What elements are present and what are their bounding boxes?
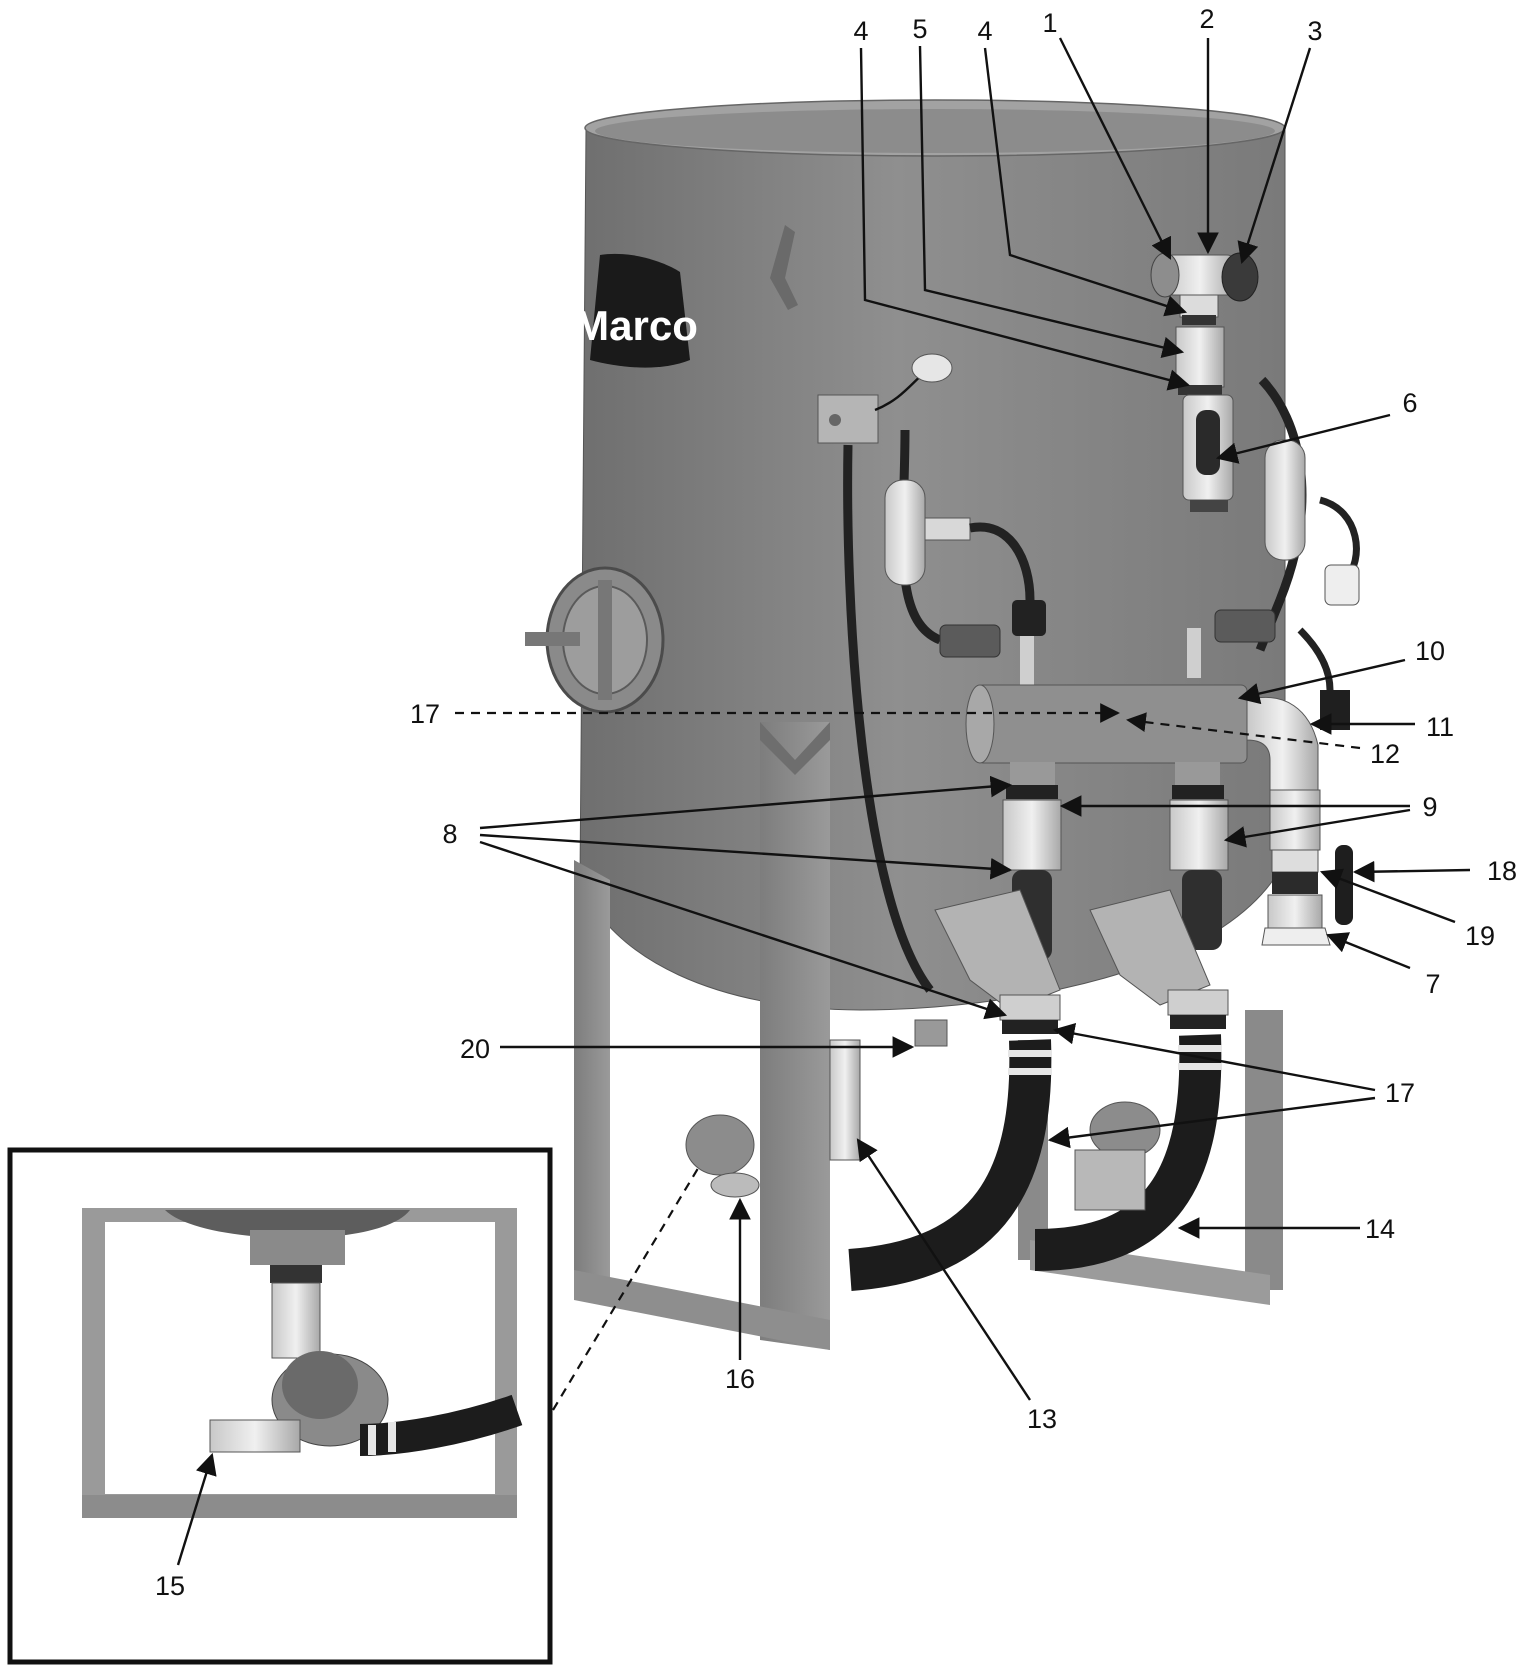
- leader-1: [1058, 37, 1172, 260]
- tank-top-inner: [595, 109, 1275, 153]
- right-sensor: [1264, 439, 1306, 561]
- callout-12: 12: [1370, 739, 1400, 769]
- outlet-ball-valve: [1261, 789, 1353, 946]
- callout-17-right: 17: [1385, 1078, 1415, 1108]
- leader-4-lower: [859, 47, 1191, 391]
- svg-text:Marco: Marco: [574, 302, 698, 349]
- piping: [685, 252, 1360, 1291]
- leader-15: [176, 1452, 217, 1566]
- inlet-cap-right: [1221, 252, 1259, 302]
- callout-2: 2: [1199, 4, 1214, 34]
- callout-10: 10: [1415, 636, 1445, 666]
- leader-12: [1126, 712, 1361, 750]
- left-sensor: [884, 479, 926, 586]
- right-control-assembly: [1187, 376, 1360, 730]
- leader-8-a: [479, 775, 1013, 830]
- leader-19: [1319, 868, 1456, 924]
- leader-18: [1352, 860, 1471, 883]
- callout-8: 8: [442, 819, 457, 849]
- callout-labels: 1 2 3 4 5 4 6 10 11 12 17 8 9 18 19 7 20…: [155, 4, 1517, 1601]
- leader-9-b: [1223, 808, 1411, 848]
- leader-4-upper: [983, 47, 1188, 317]
- callout-4-left: 4: [853, 16, 868, 46]
- callout-5: 5: [912, 14, 927, 44]
- leader-7: [1325, 932, 1411, 970]
- rear-leg-right: [1245, 1010, 1283, 1290]
- leader-6: [1215, 413, 1391, 464]
- callout-16: 16: [725, 1364, 755, 1394]
- valve-body-5: [1175, 326, 1225, 388]
- callout-15: 15: [155, 1571, 185, 1601]
- callout-7: 7: [1425, 969, 1440, 999]
- callout-20: 20: [460, 1034, 490, 1064]
- lifting-lug: [770, 225, 798, 310]
- detail-inset: [7, 1147, 553, 1665]
- inlet-nipple: [1179, 294, 1219, 318]
- left-valve-stack: [934, 762, 1062, 1034]
- left-regulator: [939, 624, 1001, 658]
- marco-logo: Marco: [574, 253, 698, 368]
- callout-6: 6: [1402, 388, 1417, 418]
- callout-9: 9: [1422, 792, 1437, 822]
- leader-8-c: [479, 840, 1008, 1020]
- tank-body: [579, 106, 1286, 1011]
- leader-17-lower-b: [1047, 1096, 1376, 1149]
- callout-18: 18: [1487, 856, 1517, 886]
- leader-13: [856, 1138, 1032, 1401]
- left-control-assembly: [817, 353, 1046, 993]
- leader-8-b: [479, 833, 1013, 880]
- callout-14: 14: [1365, 1214, 1395, 1244]
- leader-17-lower-a: [1052, 1022, 1376, 1092]
- callout-17-left: 17: [410, 699, 440, 729]
- blast-hoses: [848, 1034, 1222, 1291]
- inlet-cap-left: [1150, 252, 1180, 298]
- callout-3: 3: [1307, 16, 1322, 46]
- leader-lines: [176, 37, 1471, 1566]
- callout-13: 13: [1027, 1404, 1057, 1434]
- ball-valve-handle: [1335, 845, 1353, 925]
- front-leg-left: [574, 860, 610, 1300]
- leader-3: [1237, 47, 1312, 265]
- drain-plug: [914, 1019, 948, 1047]
- inspection-hatch: [525, 566, 665, 714]
- lower-valve: [685, 1039, 1161, 1211]
- front-crossbar: [574, 1270, 830, 1350]
- leg-notch: [760, 722, 830, 775]
- manifold: [965, 684, 1319, 791]
- callout-1: 1: [1042, 8, 1057, 38]
- front-leg-center: [760, 722, 830, 1350]
- leader-5: [918, 45, 1185, 358]
- callout-11: 11: [1426, 712, 1454, 742]
- callout-4-right: 4: [977, 16, 992, 46]
- leader-10: [1237, 658, 1406, 705]
- callout-19: 19: [1465, 921, 1495, 951]
- right-valve-stack: [1089, 762, 1229, 1029]
